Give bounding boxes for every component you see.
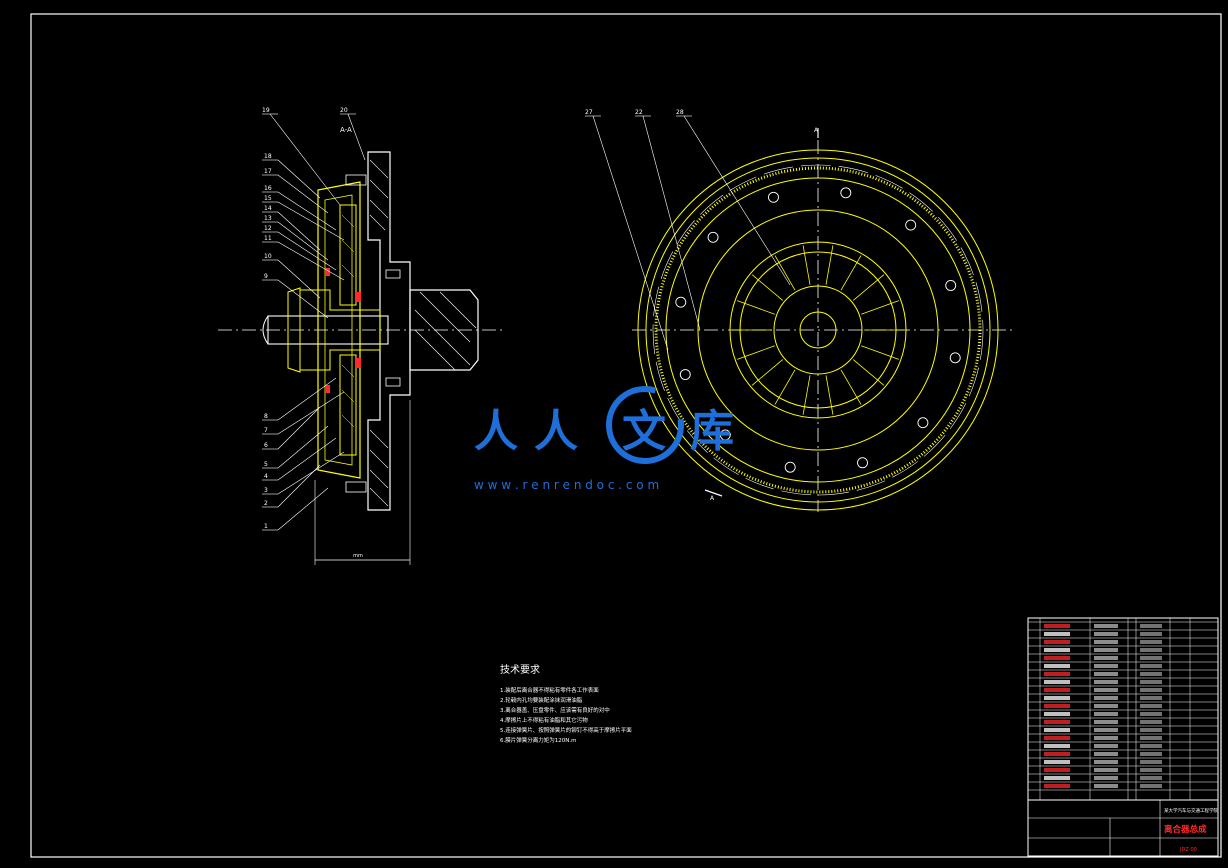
section-view: mm A-A 19 20 18 17 16 15 14 13 12 11 10 9 8 7 6 5 4 3 2 1	[218, 107, 505, 565]
tech-requirements: 技术要求 1.装配后离合器不得粘有零件各工作表面 2.轮毂内孔均要装配涂抹润滑油脂…	[500, 663, 632, 744]
svg-text:mm: mm	[353, 553, 363, 559]
part-callout-label: 20	[340, 107, 348, 114]
watermark-char-4: 库	[690, 406, 734, 457]
title-block-drawing-no: JDZ-00	[1179, 847, 1197, 853]
part-callout-label: 14	[264, 205, 272, 212]
tech-requirement-item: 1.装配后离合器不得粘有零件各工作表面	[500, 686, 599, 694]
part-callout-label: 13	[264, 215, 272, 222]
part-callout-label: 18	[264, 153, 272, 160]
part-callout-label: 9	[264, 273, 268, 280]
watermark: 人 人 文 库 w w w . r e n r e n d o c . c o …	[474, 386, 734, 492]
section-marker-top: A	[814, 127, 819, 134]
tech-requirement-item: 5.连接弹簧片、按照弹簧片的铆钉不得高于摩擦片平面	[500, 726, 632, 734]
front-view: A A 27 22 28	[585, 109, 1015, 512]
part-callout-label: 5	[264, 461, 268, 468]
part-callout-label: 12	[264, 225, 272, 232]
part-callout-label: 22	[635, 109, 643, 116]
title-block: 某大学汽车与交通工程学院 离合器总成 JDZ-00	[1027, 617, 1219, 857]
watermark-char-3: 文	[622, 406, 666, 457]
title-block-school: 某大学汽车与交通工程学院	[1164, 807, 1218, 814]
part-callout-label: 7	[264, 427, 268, 434]
part-callout-label: 2	[264, 500, 268, 507]
drawing-frame	[30, 13, 1222, 858]
watermark-char-1: 人	[474, 406, 518, 457]
part-callout-label: 17	[264, 168, 272, 175]
part-callout-label: 10	[264, 253, 272, 260]
tech-requirement-item: 3.离合器盖、压盘零件、应该需有良好的对中	[500, 706, 610, 714]
part-callout-label: 4	[264, 473, 268, 480]
part-callout-label: 28	[676, 109, 684, 116]
tech-requirement-item: 6.膜片弹簧分离力矩为120N.m	[500, 736, 576, 744]
tech-requirement-item: 2.轮毂内孔均要装配涂抹润滑油脂	[500, 696, 583, 704]
watermark-url: w w w . r e n r e n d o c . c o m	[474, 478, 659, 492]
part-callout-label: 1	[264, 523, 268, 530]
watermark-ring-icon	[606, 386, 684, 464]
tech-requirement-item: 4.摩擦片上不得粘有油脂和其它污物	[500, 716, 588, 724]
part-callout-label: 16	[264, 185, 272, 192]
section-marker-bottom: A	[710, 495, 715, 502]
watermark-char-2: 人	[534, 406, 578, 457]
part-callout-label: 27	[585, 109, 593, 116]
title-block-name: 离合器总成	[1164, 824, 1207, 835]
part-callout-label: 15	[264, 195, 272, 202]
part-callout-label: 6	[264, 442, 268, 449]
part-callout-label: 3	[264, 487, 268, 494]
tech-requirements-title: 技术要求	[500, 663, 540, 676]
part-callout-label: 8	[264, 413, 268, 420]
section-label: A-A	[340, 126, 352, 134]
part-callout-label: 11	[264, 235, 272, 242]
part-callout-label: 19	[262, 107, 270, 114]
